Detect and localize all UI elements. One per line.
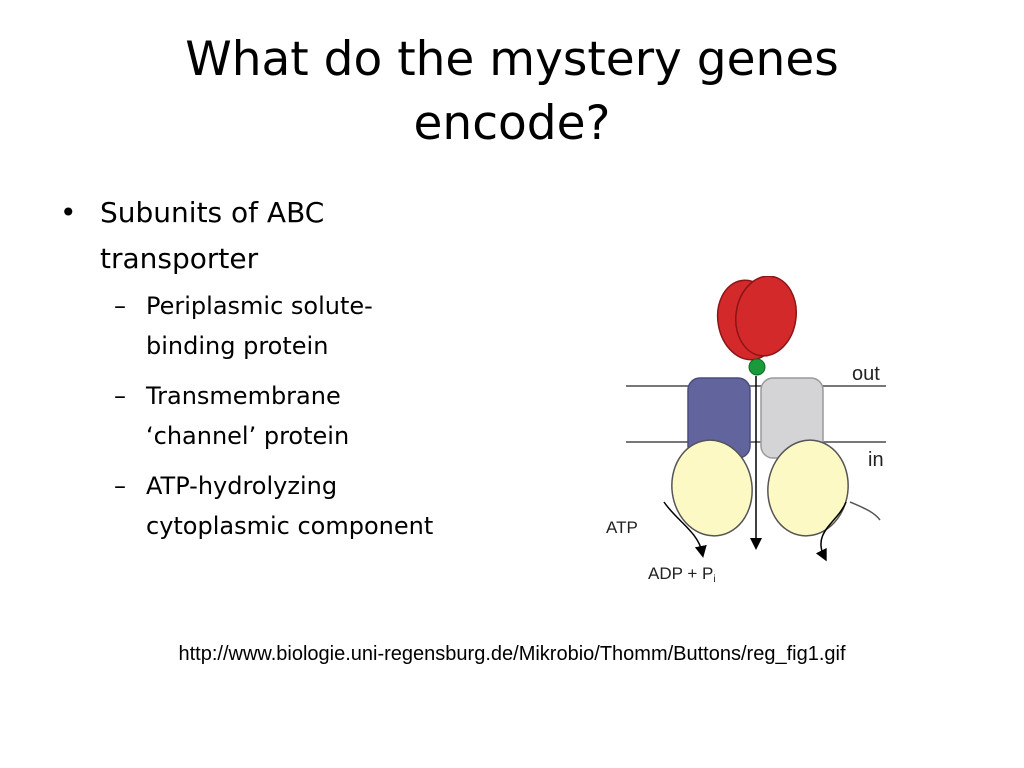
sub-bullet-atp-hydrolyzing: – ATP-hydrolyzing cytoplasmic component <box>100 466 520 546</box>
label-atp: ATP <box>606 518 638 537</box>
atp-hydrolysis-arrow-left <box>663 501 707 558</box>
bullet-abc-transporter: • Subunits of ABC transporter – Periplas… <box>60 190 520 546</box>
abc-transporter-diagram: out in ATP ADP + Pi <box>598 275 898 592</box>
slide-title-line-1: What do the mystery genes <box>185 32 839 87</box>
bullet-marker: • <box>60 196 77 229</box>
sub-bullet-text-line-2: cytoplasmic component <box>146 512 434 540</box>
sub-bullet-periplasmic: – Periplasmic solute- binding protein <box>100 286 520 366</box>
bullet-text-line-2: transporter <box>100 242 259 275</box>
slide-title: What do the mystery genes encode? <box>100 28 924 156</box>
atp-binding-domain-left <box>671 439 753 537</box>
sub-bullet-text-line-1: ATP-hydrolyzing <box>146 472 338 500</box>
label-adp-pi: ADP + Pi <box>648 564 716 585</box>
binding-protein-lobe-right <box>735 275 797 357</box>
atp-hydrolysis-arrow-right <box>815 501 847 562</box>
abc-transporter-svg: out in ATP ADP + Pi <box>606 275 886 585</box>
sub-bullet-marker: – <box>114 382 126 410</box>
sub-bullet-text-line-1: Transmembrane <box>146 382 341 410</box>
source-url: http://www.biologie.uni-regensburg.de/Mi… <box>178 643 846 665</box>
sub-bullet-marker: – <box>114 292 126 320</box>
solute-molecule <box>748 358 766 376</box>
sub-bullet-transmembrane: – Transmembrane ‘channel’ protein <box>100 376 520 456</box>
slide-title-line-2: encode? <box>413 96 611 151</box>
sub-bullet-list: – Periplasmic solute- binding protein – … <box>100 286 520 546</box>
bullet-text-line-1: Subunits of ABC <box>100 196 325 229</box>
label-out: out <box>852 363 880 385</box>
sub-bullet-marker: – <box>114 472 126 500</box>
label-in: in <box>868 449 884 471</box>
sub-bullet-text-line-2: ‘channel’ protein <box>146 422 350 450</box>
sub-bullet-text-line-1: Periplasmic solute- <box>146 292 373 320</box>
sub-bullet-text-line-2: binding protein <box>146 332 329 360</box>
right-domain-curve <box>849 501 881 521</box>
atp-binding-domain-right <box>767 439 849 537</box>
bullet-list: • Subunits of ABC transporter – Periplas… <box>60 190 520 556</box>
label-adp: ADP + P <box>648 564 713 583</box>
label-pi-subscript: i <box>713 574 715 585</box>
